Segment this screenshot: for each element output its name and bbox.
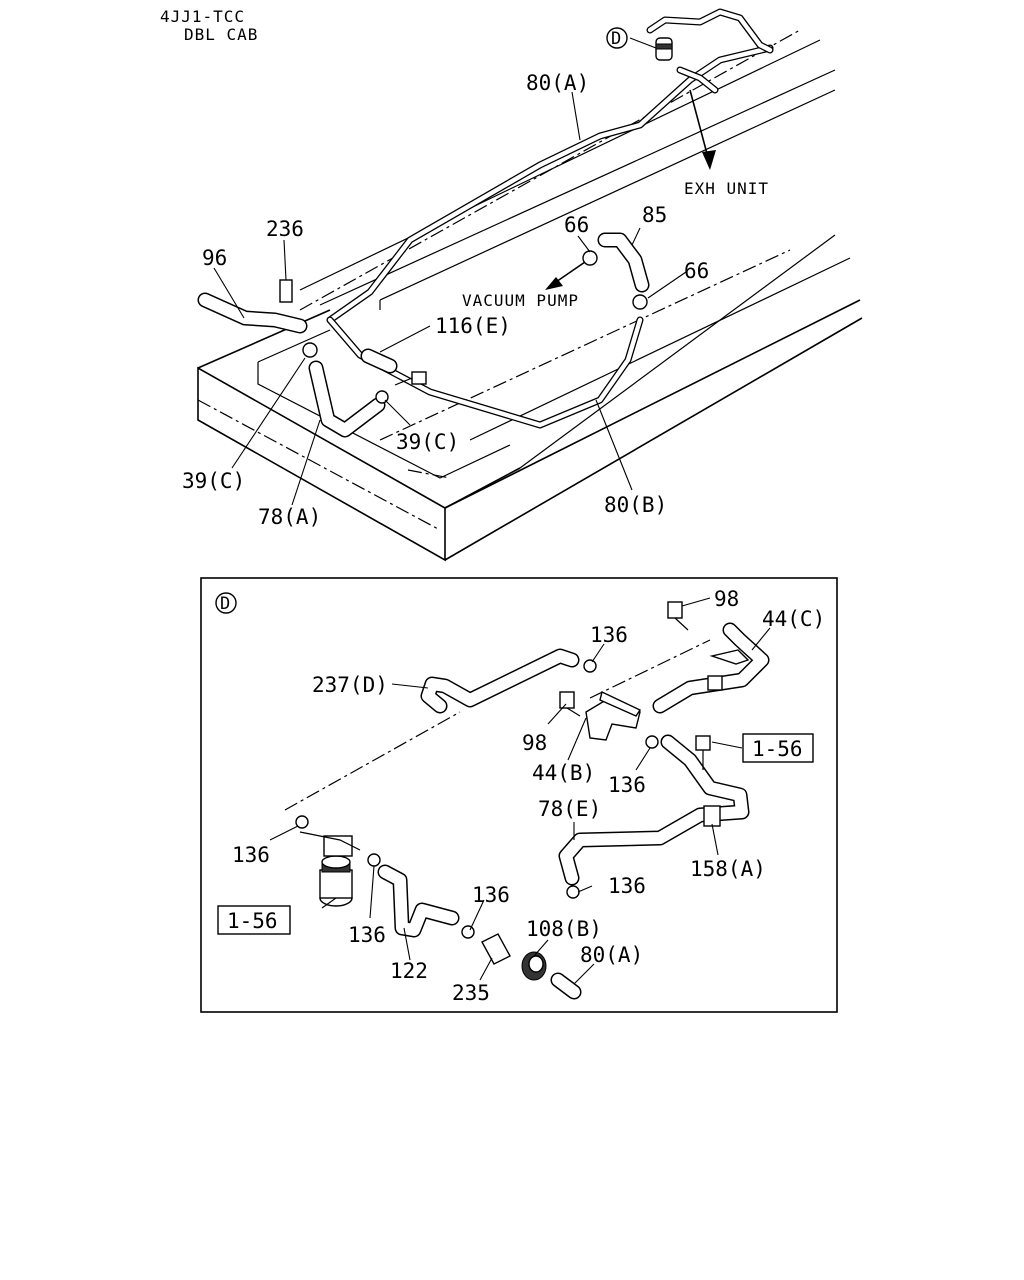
hose-85: [597, 232, 650, 293]
detail-dashline-1: [284, 711, 461, 811]
detail-callout-98-mid: 98: [522, 731, 547, 755]
detail-dashline-2: [589, 639, 711, 699]
cab-type: DBL CAB: [184, 25, 258, 44]
detail-callout-237d: 237(D): [312, 673, 388, 697]
pipe-80b: [326, 316, 644, 429]
hose-122: [377, 864, 460, 938]
detail-marker-circle: [215, 592, 237, 614]
ref-box-156-left: [217, 905, 291, 935]
pipe-80a-upper: [326, 44, 774, 324]
detail-callout-44b: 44(B): [532, 761, 595, 785]
callout-78a: 78(A): [258, 505, 321, 529]
pipe-80a-stub: [550, 972, 582, 1000]
detail-callout-80a: 80(A): [580, 943, 643, 967]
callout-39c-left: 39(C): [182, 469, 245, 493]
callout-116e: 116(E): [435, 314, 511, 338]
part-108b: [521, 951, 547, 981]
detail-callout-122: 122: [390, 959, 428, 983]
detail-callout-136-center: 136: [472, 883, 510, 907]
detail-callout-108b: 108(B): [526, 917, 602, 941]
callout-vacuum-pump: VACUUM PUMP: [462, 291, 579, 310]
detail-callout-136-top: 136: [590, 623, 628, 647]
model-code: 4JJ1-TCC: [160, 7, 245, 26]
arrow-vacuum-head: [545, 277, 563, 290]
canister-upper: [646, 8, 774, 94]
arrow-exh-head: [702, 150, 716, 170]
detail-callout-98-top: 98: [714, 587, 739, 611]
detail-callout-136-bottom: 136: [348, 923, 386, 947]
hose-78e: [558, 734, 750, 886]
frame-outline: [197, 29, 863, 562]
detail-callout-158a: 158(A): [690, 857, 766, 881]
bracket-44b: [585, 691, 642, 741]
callout-85: 85: [642, 203, 667, 227]
detail-box: [200, 577, 838, 1013]
callout-exh-unit: EXH UNIT: [684, 179, 769, 198]
hose-116e: [360, 348, 398, 374]
callout-39c-mid: 39(C): [396, 430, 459, 454]
detail-fasteners: [295, 601, 711, 939]
hose-237d: [420, 648, 580, 714]
callout-236: 236: [266, 217, 304, 241]
leaders-detail: [269, 597, 771, 985]
detail-callout-78e: 78(E): [538, 797, 601, 821]
detail-marker-upper: D: [611, 29, 621, 49]
clamps-upper: [279, 250, 648, 404]
detail-callout-136-low: 136: [608, 874, 646, 898]
detail-ref-156-left: 1-56: [227, 909, 278, 933]
ref-box-156-right: [742, 733, 814, 763]
detail-callout-136-left: 136: [232, 843, 270, 867]
hose-96: [197, 292, 308, 334]
canister-detail: [299, 831, 361, 907]
detail-callout-44c: 44(C): [762, 607, 825, 631]
detail-marker: D: [220, 594, 230, 614]
callout-80b: 80(B): [604, 493, 667, 517]
callout-66-left: 66: [564, 213, 589, 237]
hose-235: [481, 933, 511, 965]
callout-96: 96: [202, 246, 227, 270]
callout-66-right: 66: [684, 259, 709, 283]
leaders-upper: [213, 37, 687, 506]
detail-callout-235: 235: [452, 981, 490, 1005]
detail-marker-circle-upper: [606, 27, 628, 49]
callout-80a-top: 80(A): [526, 71, 589, 95]
hose-44c: [652, 622, 770, 714]
detail-callout-136-mid: 136: [608, 773, 646, 797]
hose-78a: [308, 360, 386, 438]
detail-ref-156-right: 1-56: [752, 737, 803, 761]
